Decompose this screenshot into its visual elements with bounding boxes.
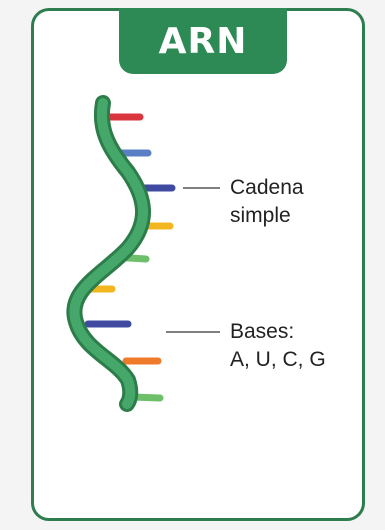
strand-label: Cadena simple	[230, 174, 304, 230]
bases-label-line1: Bases:	[230, 318, 326, 346]
strand-label-line1: Cadena	[230, 174, 304, 202]
bases-label: Bases: A, U, C, G	[230, 318, 326, 374]
strand-label-line2: simple	[230, 202, 304, 230]
bases-label-line2: A, U, C, G	[230, 346, 326, 374]
